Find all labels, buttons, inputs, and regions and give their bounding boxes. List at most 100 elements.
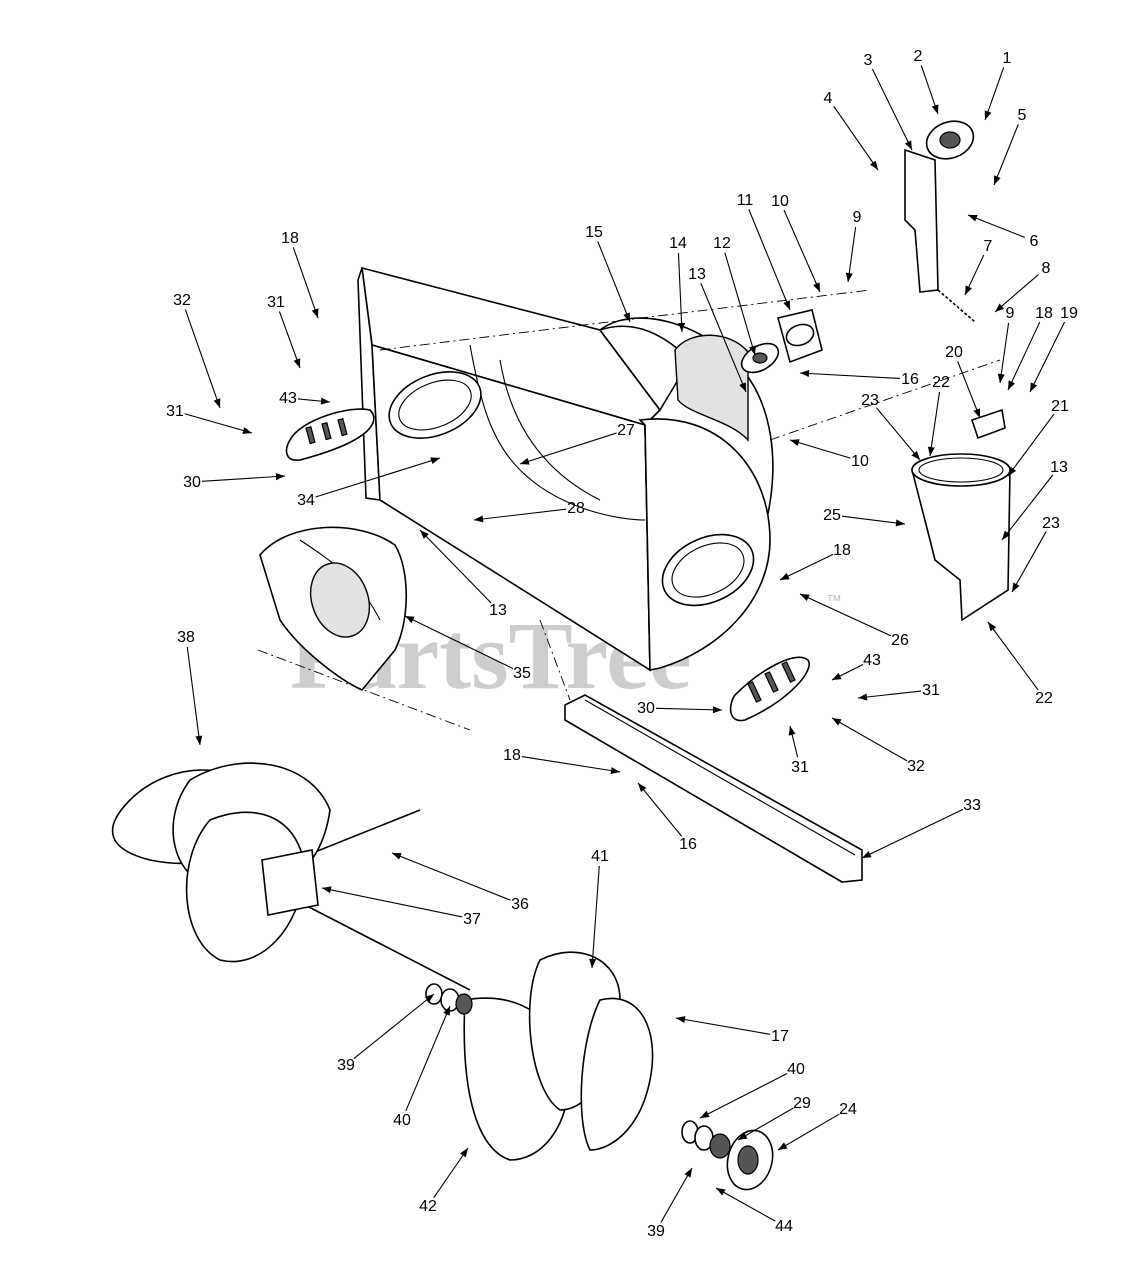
callout-number: 18	[281, 230, 299, 247]
callout-arrowhead	[895, 519, 905, 527]
callout-c16a: 16	[799, 369, 919, 388]
callout-number: 20	[945, 344, 963, 361]
callout-number: 32	[173, 292, 191, 309]
callout-arrowhead	[1012, 582, 1020, 592]
callout-c29: 29	[737, 1095, 811, 1141]
callout-leader	[847, 226, 857, 283]
callout-arrowhead	[965, 285, 972, 295]
callout-c33: 33	[861, 797, 981, 859]
callout-number: 3	[864, 52, 873, 69]
callout-arrowhead	[420, 530, 429, 539]
callout-leader	[929, 391, 941, 457]
callout-number: 7	[984, 238, 993, 255]
callout-leader	[783, 209, 821, 293]
watermark-trademark: ™	[826, 593, 842, 610]
callout-number: 24	[839, 1101, 857, 1118]
callout-leader	[1029, 321, 1066, 393]
callout-arrowhead	[474, 515, 484, 523]
callout-number: 31	[267, 294, 285, 311]
callout-c41: 41	[589, 848, 609, 969]
callout-number: 11	[737, 192, 754, 209]
callout-number: 40	[787, 1061, 805, 1078]
callout-number: 28	[567, 500, 585, 517]
callout-number: 10	[771, 193, 789, 210]
callout-c14: 14	[669, 235, 687, 333]
callout-leader	[597, 241, 631, 323]
callout-leader	[748, 209, 791, 311]
callout-c9b: 9	[997, 305, 1015, 384]
callout-c26: 26	[799, 593, 909, 649]
callout-number: 33	[963, 797, 981, 814]
callout-arrowhead	[275, 473, 285, 481]
callout-leader	[841, 515, 906, 525]
shave-plate	[564, 694, 863, 883]
callout-leader	[699, 1073, 788, 1119]
callout-arrowhead	[832, 718, 842, 726]
callout-c11: 11	[737, 192, 791, 311]
callout-c38: 38	[177, 629, 203, 746]
callout-number: 18	[1035, 305, 1053, 322]
callout-number: 26	[891, 632, 909, 649]
callout-c37: 37	[321, 886, 481, 928]
callout-arrowhead	[424, 994, 434, 1003]
centerlines	[257, 289, 1001, 731]
callout-leader	[833, 105, 879, 171]
callout-number: 13	[1050, 459, 1068, 476]
callout-arrowhead	[869, 160, 878, 170]
callout-arrowhead	[676, 1016, 686, 1023]
callout-leader	[994, 274, 1039, 313]
callout-number: 41	[591, 848, 609, 865]
callout-number: 5	[1018, 107, 1027, 124]
callout-number: 34	[297, 492, 315, 509]
callout-number: 8	[1042, 260, 1051, 277]
callout-c12: 12	[713, 235, 756, 356]
callout-number: 25	[823, 507, 841, 524]
callout-c4: 4	[824, 90, 879, 171]
callout-arrowhead	[638, 783, 647, 793]
callout-leader	[315, 457, 441, 498]
callout-c40b: 40	[699, 1061, 805, 1119]
callout-number: 29	[793, 1095, 811, 1112]
callout-leader	[405, 1005, 451, 1111]
callout-c10b: 10	[789, 439, 869, 470]
callout-c17: 17	[675, 1016, 789, 1045]
callout-c43b: 43	[831, 652, 881, 681]
callout-arrowhead	[911, 450, 920, 460]
callout-arrowhead	[700, 1110, 710, 1118]
callout-number: 44	[775, 1218, 793, 1235]
callout-c23b: 23	[1011, 515, 1060, 593]
callout-leader	[521, 756, 621, 773]
callout-leader	[799, 372, 901, 380]
callout-arrowhead	[430, 457, 440, 465]
callout-arrowhead	[968, 215, 978, 222]
callout-number: 16	[901, 371, 919, 388]
callout-arrowhead	[213, 398, 221, 408]
callout-c22b: 22	[987, 621, 1053, 707]
callout-number: 13	[688, 266, 706, 283]
callout-arrowhead	[988, 622, 997, 632]
callout-arrowhead	[995, 303, 1005, 312]
callout-c7: 7	[964, 238, 993, 296]
callout-arrowhead	[749, 345, 756, 355]
callout-arrowhead	[460, 1148, 468, 1158]
callout-leader	[999, 322, 1010, 384]
callout-c2: 2	[914, 48, 939, 115]
callout-c32b: 32	[831, 717, 925, 775]
callout-arrowhead	[904, 140, 912, 150]
callout-number: 4	[824, 90, 833, 107]
callout-number: 2	[914, 48, 923, 65]
callout-c31c: 31	[857, 682, 940, 701]
callout-number: 9	[853, 209, 862, 226]
callout-arrowhead	[813, 282, 820, 292]
callout-number: 31	[166, 403, 184, 420]
callout-arrowhead	[311, 308, 319, 318]
callout-leader	[353, 993, 435, 1060]
callout-number: 30	[183, 474, 201, 491]
callout-leader	[419, 529, 492, 604]
callout-leader	[871, 68, 913, 151]
callout-leader	[993, 124, 1019, 186]
callout-leader	[321, 887, 463, 918]
callout-number: 38	[177, 629, 195, 646]
callout-c44: 44	[715, 1187, 793, 1235]
